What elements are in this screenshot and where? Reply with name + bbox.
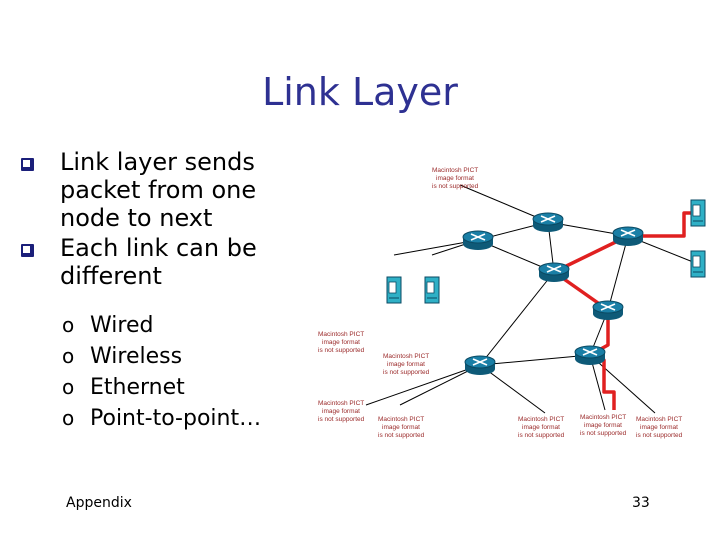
sub-bullet-item: o Ethernet [62,372,302,403]
svg-text:Macintosh PICT: Macintosh PICT [636,416,682,423]
svg-text:is not supported: is not supported [318,347,365,354]
sub-bullet-text: Ethernet [90,375,185,400]
bullet-list: Link layer sends packet from one node to… [20,148,300,292]
image-placeholder: Macintosh PICT image format is not suppo… [432,167,479,190]
router-icon [592,300,624,321]
svg-text:Macintosh PICT: Macintosh PICT [318,331,364,338]
bullet-line: different [60,262,162,290]
svg-text:Macintosh PICT: Macintosh PICT [580,414,626,421]
svg-text:is not supported: is not supported [580,430,627,437]
svg-text:is not supported: is not supported [518,432,565,439]
highlighted-path [552,211,698,410]
svg-text:is not supported: is not supported [432,183,479,190]
image-placeholder: Macintosh PICT image format is not suppo… [383,353,430,376]
router-icon [464,355,496,376]
svg-text:Macintosh PICT: Macintosh PICT [383,353,429,360]
sub-bullet-item: o Wired [62,310,302,341]
bullet-line: packet from one [60,176,257,204]
footer-label: Appendix [66,495,132,511]
svg-text:Macintosh PICT: Macintosh PICT [518,416,564,423]
router-icon [538,262,570,283]
bullet-line: node to next [60,204,213,232]
sub-bullet-marker: o [62,406,75,430]
svg-text:Macintosh PICT: Macintosh PICT [378,416,424,423]
page-number: 33 [632,495,650,511]
svg-text:image format: image format [322,339,360,346]
bullet-line: Link layer sends [60,148,255,176]
bullet-item: Each link can be different [20,234,300,290]
router-icon [532,212,564,233]
svg-text:is not supported: is not supported [318,416,365,423]
svg-text:Macintosh PICT: Macintosh PICT [432,167,478,174]
svg-text:is not supported: is not supported [383,369,430,376]
router-icon [462,230,494,251]
svg-text:image format: image format [387,361,425,368]
svg-text:image format: image format [436,175,474,182]
sub-bullet-text: Wired [90,313,154,338]
sub-bullet-marker: o [62,313,75,337]
svg-text:image format: image format [322,408,360,415]
slide-title: Link Layer [262,70,458,114]
image-placeholder: Macintosh PICT image format is not suppo… [378,416,425,439]
image-placeholder: Macintosh PICT image format is not suppo… [636,416,683,439]
bullet-item: Link layer sends packet from one node to… [20,148,300,232]
router-icon [612,226,644,247]
router-icon [574,345,606,366]
sub-bullet-item: o Wireless [62,341,302,372]
checkbox-bullet-icon [21,158,34,171]
sub-bullet-text: Wireless [90,344,183,369]
host-computer-icon [386,276,402,304]
image-placeholder: Macintosh PICT image format is not suppo… [318,331,365,354]
host-computer-icon [690,250,706,278]
network-links [365,184,699,414]
svg-text:image format: image format [584,422,622,429]
sub-bullet-marker: o [62,344,75,368]
sub-bullet-item: o Point-to-point… [62,403,302,434]
svg-text:is not supported: is not supported [378,432,425,439]
svg-text:image format: image format [640,424,678,431]
bullet-line: Each link can be [60,234,257,262]
sub-bullet-marker: o [62,375,75,399]
sub-bullet-text: Point-to-point… [90,406,262,431]
image-placeholder: Macintosh PICT image format is not suppo… [518,416,565,439]
checkbox-bullet-icon [21,244,34,257]
host-computer-icon [690,199,706,227]
image-placeholder: Macintosh PICT image format is not suppo… [318,400,365,423]
svg-text:Macintosh PICT: Macintosh PICT [318,400,364,407]
svg-text:is not supported: is not supported [636,432,683,439]
image-placeholder: Macintosh PICT image format is not suppo… [580,414,627,437]
svg-text:image format: image format [382,424,420,431]
sub-bullet-list: o Wired o Wireless o Ethernet o Point-to… [62,310,302,434]
host-computer-icon [424,276,440,304]
svg-text:image format: image format [522,424,560,431]
